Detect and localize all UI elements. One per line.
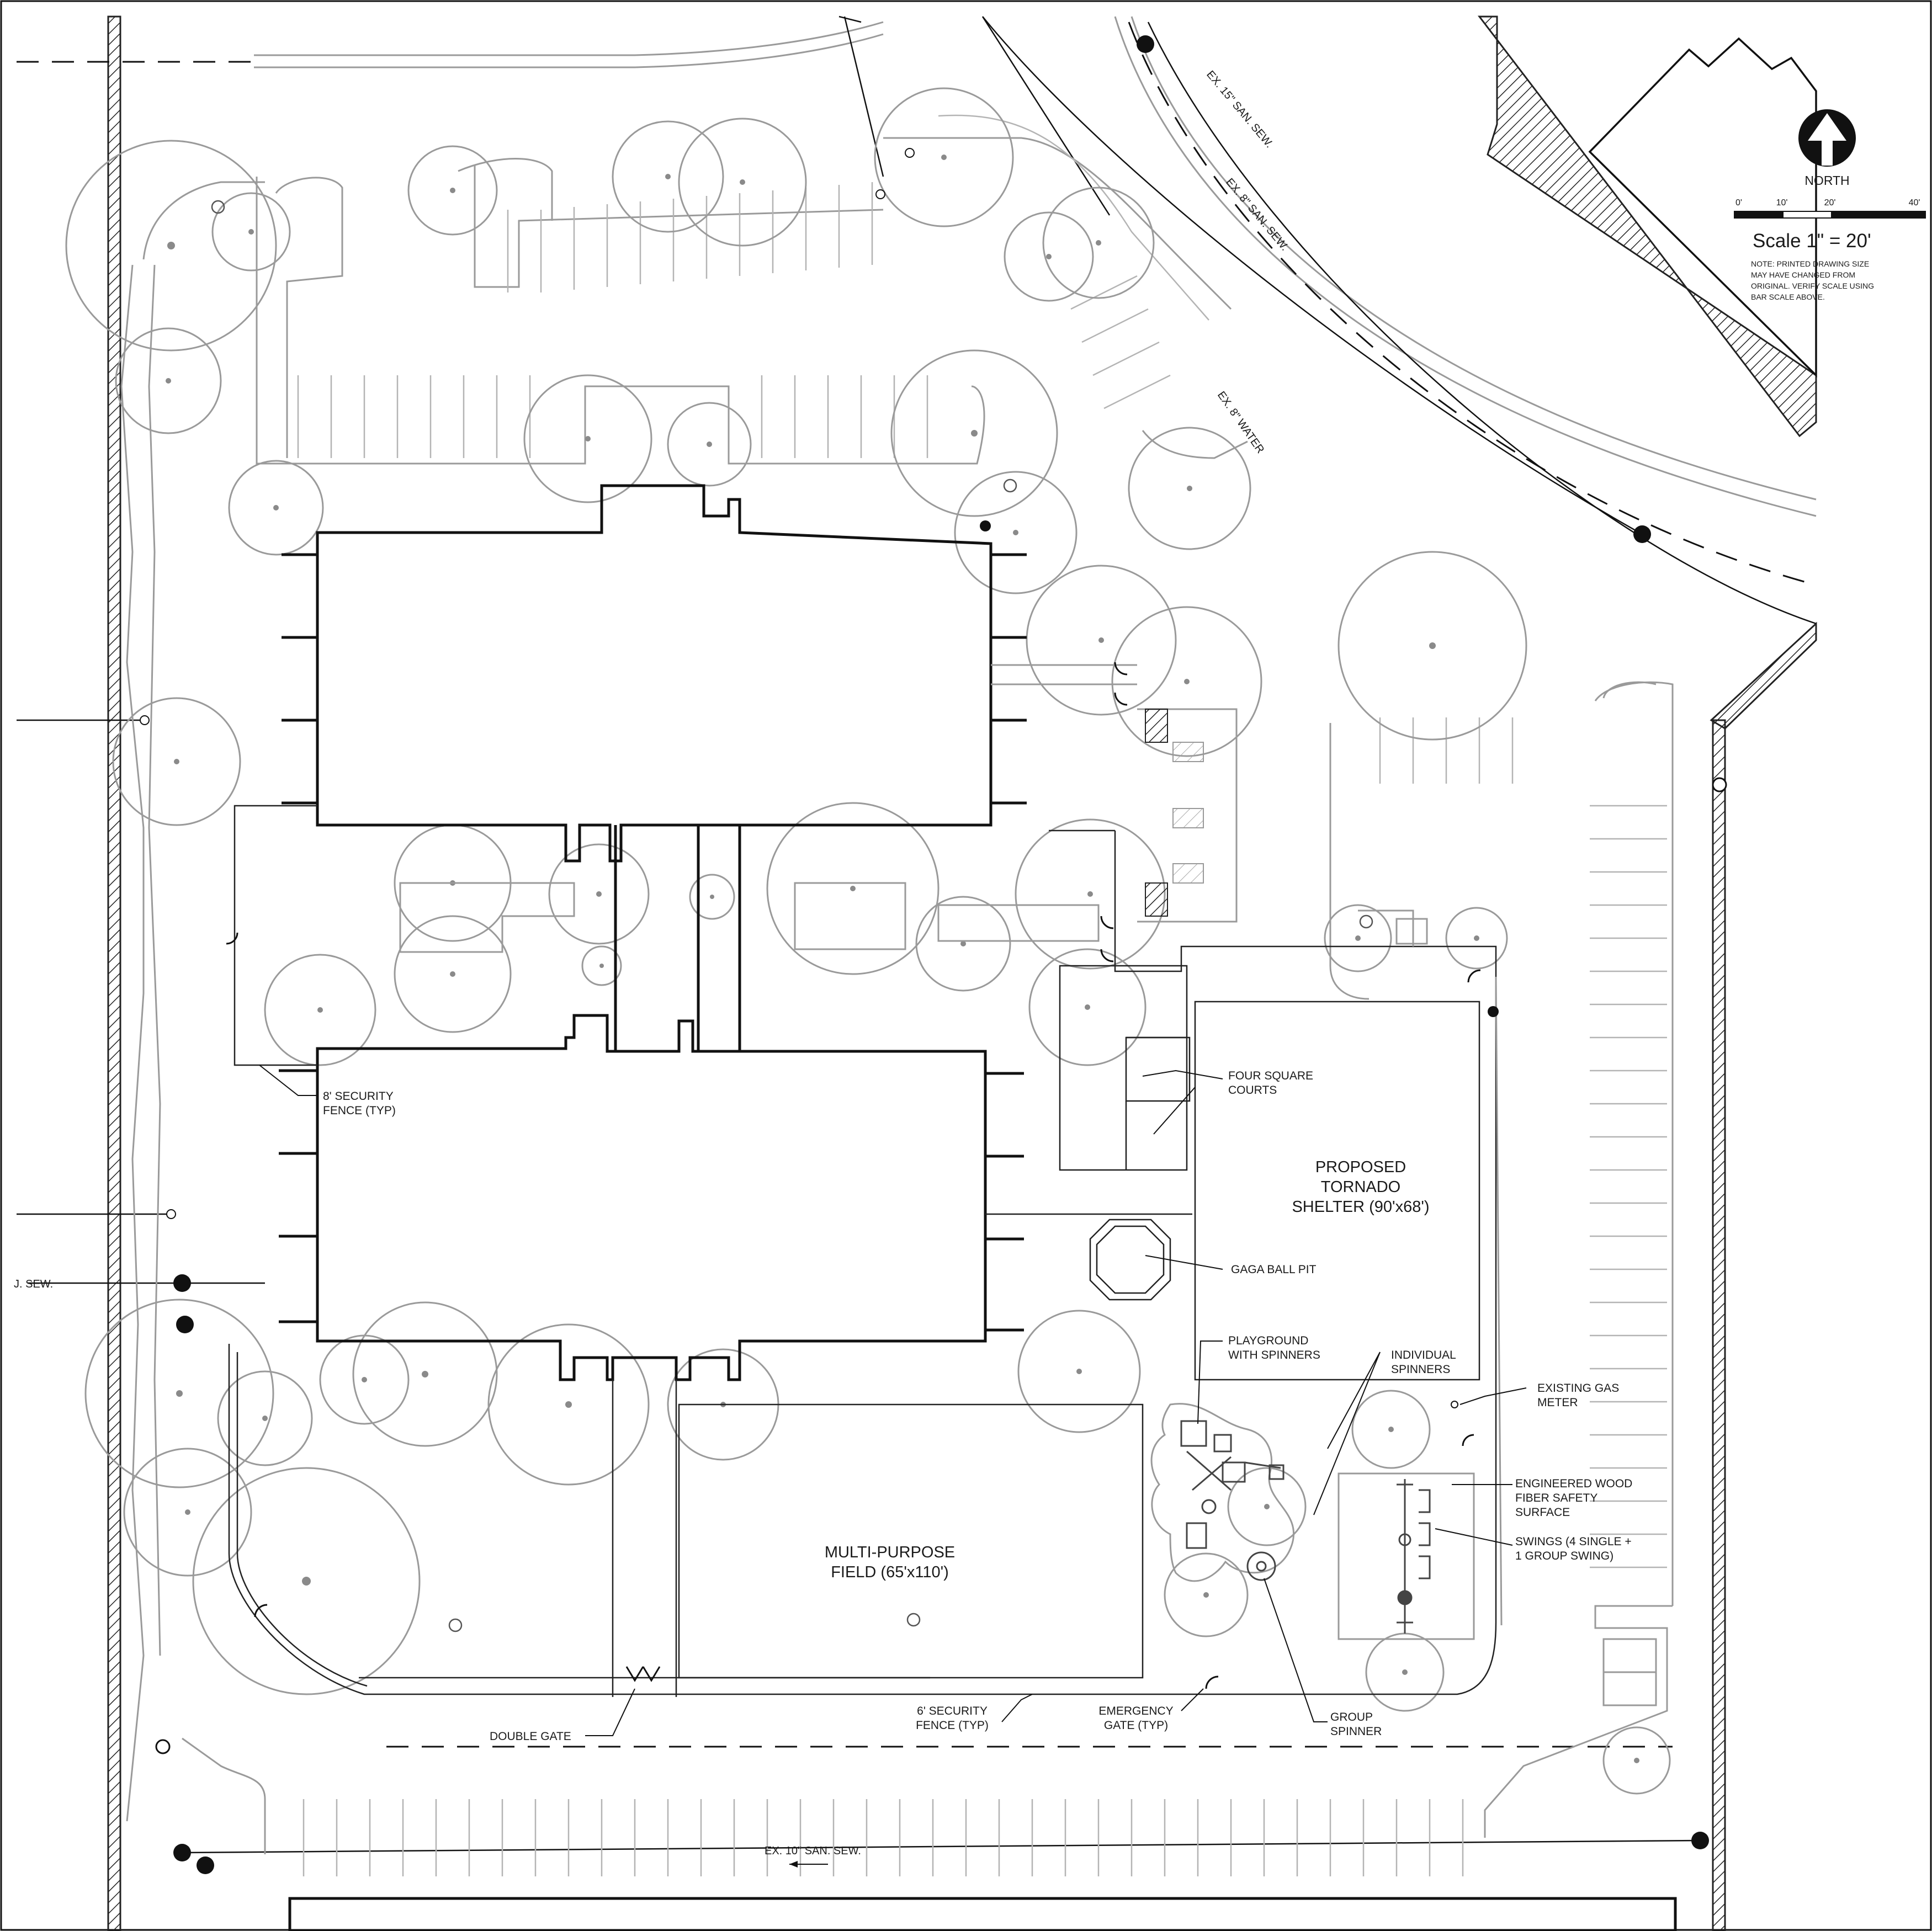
stalls-north (297, 182, 1171, 458)
leader-lines (259, 1065, 1527, 1736)
parking-north (256, 114, 1248, 465)
parking-south (182, 1737, 1464, 1876)
gate-symbols (226, 662, 1481, 1689)
accessible-stalls (1137, 708, 1238, 923)
scale-tick-20: 20' (1824, 198, 1836, 208)
four-square-courts (1059, 965, 1191, 1171)
multi-purpose-field (678, 1403, 1144, 1679)
light-poles (211, 200, 1373, 1632)
scale-note-3: ORIGINAL. VERIFY SCALE USING (1751, 281, 1874, 290)
label-gaga-ball-pit: GAGA BALL PIT (1231, 1263, 1317, 1276)
scale-bar (1734, 211, 1926, 219)
title-block: NORTH 0' 10' 20' 40' Scale 1" = 20' NOTE… (1588, 37, 1926, 378)
north-wing (316, 484, 992, 863)
west-sidewalk (120, 181, 265, 1822)
scale-tick-0: 0' (1735, 198, 1742, 208)
school-building (233, 484, 1137, 1381)
playground (1150, 1403, 1475, 1640)
property-lines (107, 15, 1817, 1931)
scale-tick-10: 10' (1776, 198, 1788, 208)
label-ex-15-san-sew: EX. 15" SAN. SEW. (1204, 68, 1275, 150)
building-fins (279, 553, 1027, 1332)
scale-text: Scale 1" = 20' (1753, 230, 1871, 252)
parking-east (1329, 681, 1674, 1838)
north-arrow-icon (1798, 109, 1856, 167)
street-curves (17, 15, 1817, 1854)
gaga-ball-pit (1089, 1219, 1171, 1301)
scale-tick-40: 40' (1909, 198, 1920, 208)
north-label: NORTH (1804, 173, 1849, 188)
trees (65, 87, 1671, 1795)
scale-note-4: BAR SCALE ABOVE. (1751, 292, 1825, 301)
tornado-shelter (1194, 1001, 1480, 1381)
play-structure (1180, 1420, 1285, 1549)
label-double-gate: DOUBLE GATE (490, 1730, 571, 1743)
south-wing (316, 1014, 987, 1381)
label-ex-10-san-sew: EX. 10" SAN. SEW. (765, 1845, 861, 1857)
swings-structure (1397, 1479, 1431, 1634)
scale-note-1: NOTE: PRINTED DRAWING SIZE (1751, 259, 1869, 268)
group-spinner-element (1246, 1551, 1276, 1581)
scale-note-2: MAY HAVE CHANGED FROM (1751, 270, 1855, 279)
security-fence-6ft (228, 831, 1497, 1695)
utility-points (140, 35, 1727, 1874)
label-swings: SWINGS (4 SINGLE +1 GROUP SWING) (1515, 1535, 1632, 1562)
label-san-sew-left: J. SEW. (14, 1278, 53, 1290)
